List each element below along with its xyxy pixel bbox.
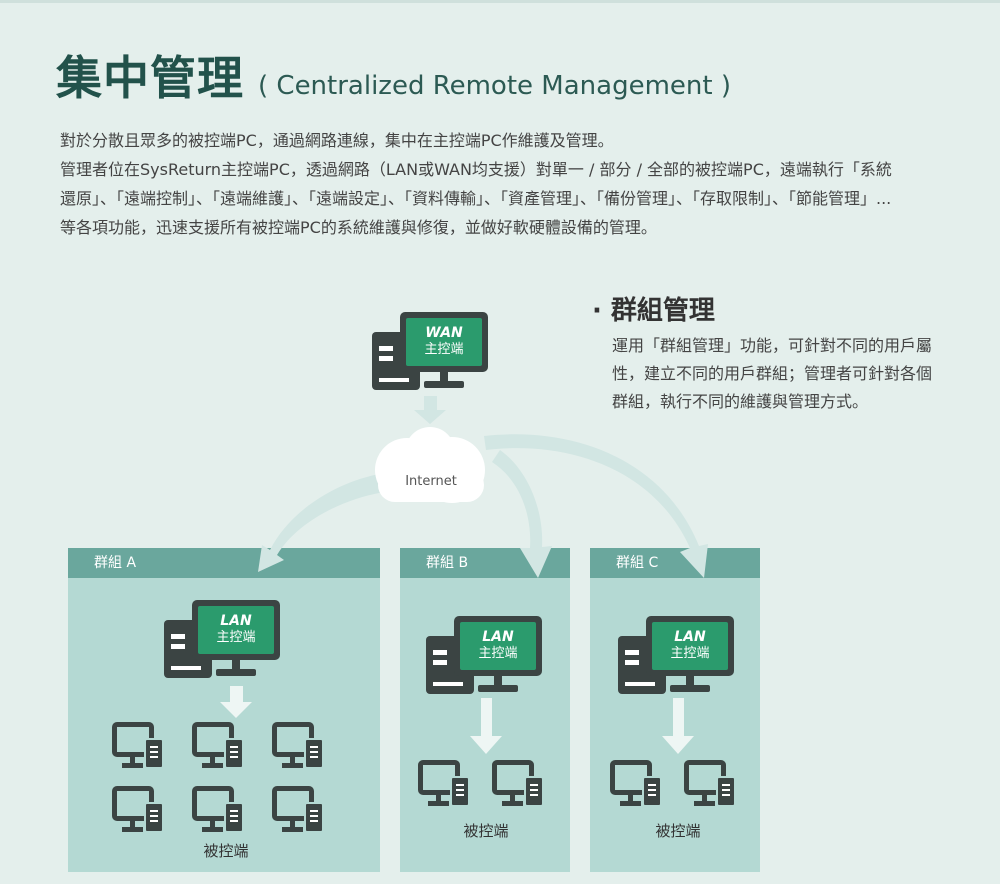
arrow-lan-to-clients-c: [662, 698, 694, 754]
group-b-client-label: 被控端: [463, 822, 509, 840]
client-pc-icon: [272, 786, 324, 834]
lan-host-line1: LAN: [674, 629, 706, 645]
intro-paragraph-1: 對於分散且眾多的被控端PC，通過網路連線，集中在主控端PC作維護及管理。: [60, 131, 614, 150]
arrow-wan-to-cloud: [414, 396, 446, 424]
client-pc-icon: [112, 786, 164, 834]
group-a-lan-host-pc: LAN 主控端: [164, 600, 284, 680]
client-pc-icon: [492, 760, 544, 808]
client-pc-icon: [418, 760, 470, 808]
page-title-zh: 集中管理: [56, 51, 244, 105]
group-c-lan-host-pc: LAN 主控端: [618, 616, 738, 696]
client-pc-icon: [610, 760, 662, 808]
lan-host-line2: 主控端: [216, 630, 256, 645]
pc-monitor-icon: WAN 主控端: [400, 312, 488, 372]
client-pc-icon: [112, 722, 164, 770]
top-border: [0, 0, 1000, 3]
lan-host-line2: 主控端: [478, 646, 518, 661]
client-pc-icon: [272, 722, 324, 770]
arrow-cloud-to-group-b: [492, 450, 552, 578]
group-management-title: · 群組管理: [592, 296, 715, 326]
pc-monitor-icon: LAN 主控端: [646, 616, 734, 676]
pc-monitor-icon: LAN 主控端: [454, 616, 542, 676]
arrow-cloud-to-group-c: [484, 434, 708, 578]
group-c-client-label: 被控端: [655, 822, 701, 840]
group-a-client-label: 被控端: [203, 842, 249, 860]
lan-host-line1: LAN: [220, 613, 252, 629]
group-b-lan-host-pc: LAN 主控端: [426, 616, 546, 696]
arrow-lan-to-clients-b: [470, 698, 502, 754]
page-title-en: ( Centralized Remote Management ): [258, 71, 731, 101]
cloud-label: Internet: [405, 474, 457, 489]
group-c-header: 群組 C: [590, 548, 760, 578]
group-management-description: 運用「群組管理」功能，可針對不同的用戶屬性，建立不同的用戶群組；管理者可針對各個…: [612, 336, 933, 411]
group-a-header: 群組 A: [68, 548, 380, 578]
wan-host-line2: 主控端: [424, 342, 464, 357]
internet-cloud-icon: [375, 427, 485, 503]
client-pc-icon: [684, 760, 736, 808]
client-pc-icon: [192, 786, 244, 834]
intro-paragraph-2: 管理者位在SysReturn主控端PC，透過網路（LAN或WAN均支援）對單一 …: [60, 160, 892, 237]
client-pc-icon: [192, 722, 244, 770]
pc-monitor-icon: LAN 主控端: [192, 600, 280, 660]
wan-host-line1: WAN: [425, 325, 463, 341]
lan-host-line1: LAN: [482, 629, 514, 645]
lan-host-line2: 主控端: [670, 646, 710, 661]
arrow-lan-to-clients-a: [220, 686, 252, 718]
page-title: 集中管理 ( Centralized Remote Management ): [56, 42, 731, 106]
wan-host-pc: WAN 主控端: [372, 312, 492, 392]
intro-text: 對於分散且眾多的被控端PC，通過網路連線，集中在主控端PC作維護及管理。 管理者…: [60, 126, 900, 242]
